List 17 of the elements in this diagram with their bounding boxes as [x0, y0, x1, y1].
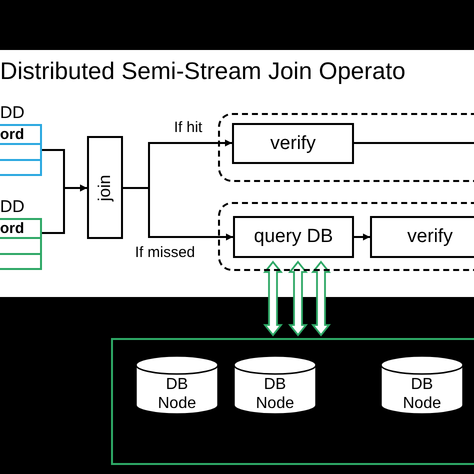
database-label: DB Node — [402, 375, 442, 413]
database-label: DB Node — [156, 375, 198, 413]
field-label: ord — [0, 126, 24, 143]
hollow-arrow — [263, 260, 283, 336]
box-label: join — [95, 174, 115, 201]
box-label: query DB — [254, 226, 334, 248]
table-heading: DD — [0, 104, 25, 122]
diagram-title: Distributed Semi-Stream Join Operato — [0, 58, 406, 86]
arrow — [42, 184, 87, 234]
hollow-arrow — [311, 260, 331, 336]
table-heading: DD — [0, 198, 25, 216]
box-label: verify — [270, 132, 316, 154]
field-label: ord — [0, 220, 24, 237]
hollow-arrow — [288, 260, 308, 336]
database-label: DB Node — [254, 375, 296, 413]
arrow — [354, 234, 370, 240]
box-label: verify — [407, 226, 453, 248]
